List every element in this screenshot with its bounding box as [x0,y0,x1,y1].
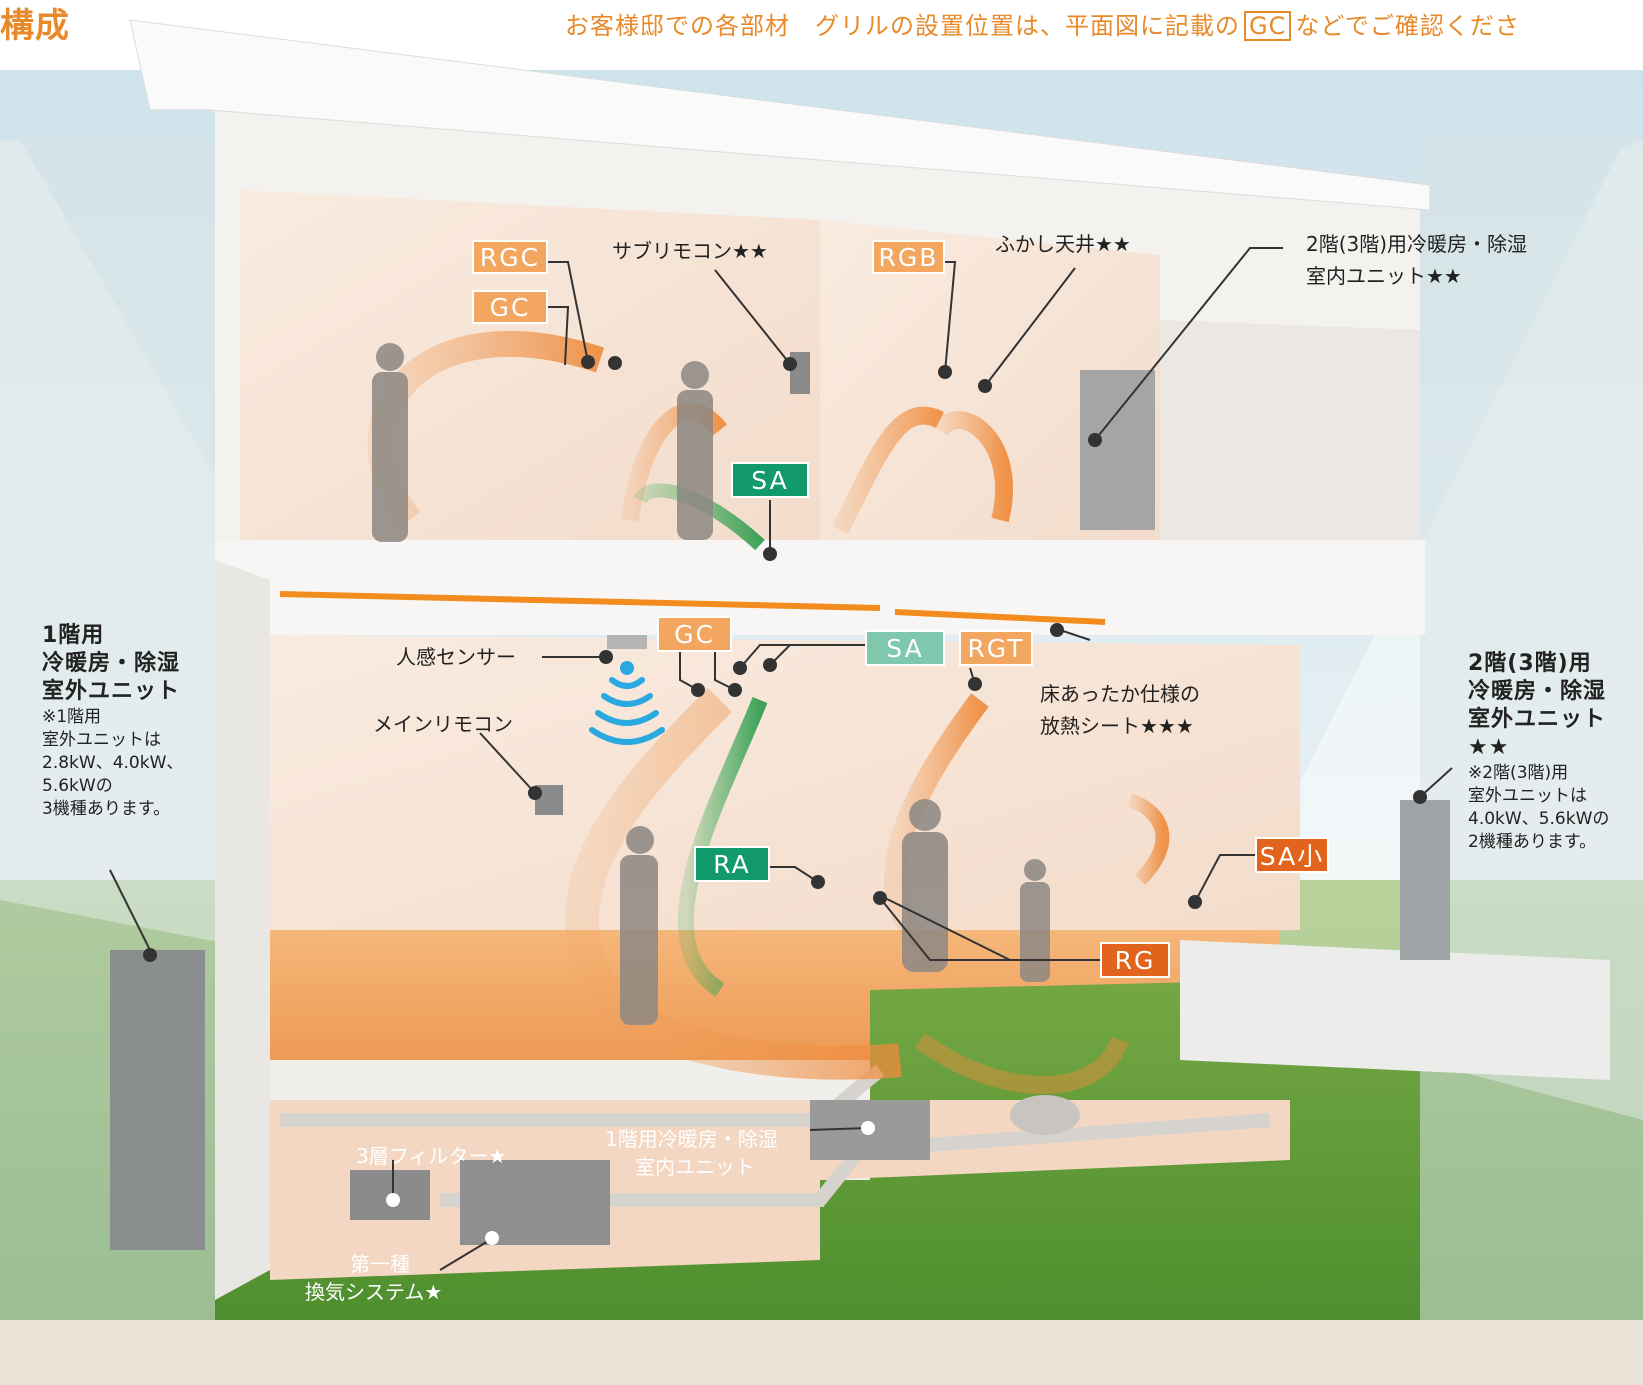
label-filter: 3層フィルター★ [356,1144,507,1168]
label-vent-line2: 換気システム★ [305,1280,443,1304]
motion-sensor-device [607,635,647,649]
ventilation-unit [460,1160,610,1245]
tag-gc-upper: GC [472,290,548,324]
outdoor-2f-note4: 2機種あります。 [1468,832,1597,852]
left-side-wall [215,560,270,1300]
airflow-1f-sa-small [1127,793,1170,885]
people-silhouettes [372,343,1050,1025]
label-indoor-2f-line2: 室内ユニット★★ [1306,264,1462,288]
label-indoor-1f-line1: 1階用冷暖房・除湿 [605,1127,778,1151]
outdoor-unit-1f-callout: 1階用 冷暖房・除湿 室外ユニット ※1階用 室外ユニットは 2.8kW、4.0… [42,622,183,821]
outdoor-1f-note4: 5.6kWの [42,776,113,796]
tag-ra: RA [694,846,770,882]
sensor-waves [589,677,665,745]
floor-heat-bar-right [894,609,1106,625]
outdoor-unit-2f [1400,800,1450,960]
airflow-1f-main [565,687,902,1080]
balcony-wall [1160,320,1420,560]
outdoor-1f-note3: 2.8kW、4.0kW、 [42,753,184,773]
label-raised-ceiling: ふかし天井★★ [995,232,1131,256]
outdoor-1f-line3: 室外ユニット [42,679,181,704]
label-sub-remote: サブリモコン★★ [612,239,768,263]
outdoor-2f-line4: ★★ [1468,735,1510,760]
outdoor-2f-note3: 4.0kW、5.6kWの [1468,809,1610,829]
ground-strip [0,1320,1643,1385]
tag-rgc: RGC [472,240,548,274]
tag-rgt: RGT [959,630,1033,666]
label-floor-heat-line2: 放熱シート★★★ [1040,714,1194,738]
outdoor-2f-note2: 室外ユニットは [1468,786,1587,806]
label-floor-heat-line1: 床あったか仕様の [1040,682,1200,706]
terrace [1180,940,1610,1080]
tag-sa-upper: SA [731,462,809,498]
outdoor-1f-line2: 冷暖房・除湿 [42,651,181,676]
tag-rgb: RGB [872,240,945,274]
tag-gc-lower: GC [657,616,732,652]
header-note-suffix: などでご確認くださ [1295,12,1520,40]
label-indoor-2f-line1: 2階(3階)用冷暖房・除湿 [1306,232,1528,256]
label-main-remote: メインリモコン [373,712,513,736]
leader-dots-white [386,1121,875,1245]
outdoor-2f-line3: 室外ユニット [1468,707,1607,732]
header-note-prefix: お客様邸での各部材 グリルの設置位置は、平面図に記載の [565,12,1240,40]
outdoor-unit-2f-callout: 2階(3階)用 冷暖房・除湿 室外ユニット ★★ ※2階(3階)用 室外ユニット… [1468,650,1609,854]
outdoor-unit-1f [110,950,205,1250]
floor-slab-2f [215,540,1425,635]
right-callout-panel [1420,140,1643,1320]
floor-heat-bar-left [279,591,881,611]
tag-sa-small: SA小 [1255,837,1329,873]
tag-sa-lower: SA [865,630,945,666]
airflow-2f-right-b [932,411,1014,523]
outdoor-1f-note2: 室外ユニットは [42,730,161,750]
label-vent-line1: 第一種 [350,1252,410,1276]
section-title: 構成 [0,6,70,46]
airflow-underfloor [914,1032,1129,1094]
tag-rg: RG [1100,942,1170,978]
outdoor-1f-line1: 1階用 [42,623,105,648]
outdoor-2f-note1: ※2階(3階)用 [1468,763,1569,783]
indoor-unit-2f [1080,370,1155,530]
header-note-code: GC [1244,11,1292,41]
outdoor-1f-note1: ※1階用 [42,707,102,727]
airflow-2f-right [831,406,945,535]
leader-dots [143,355,1427,962]
outdoor-2f-line2: 冷暖房・除湿 [1468,679,1607,704]
duct-hub [1010,1095,1080,1135]
label-motion-sensor: 人感センサー [396,645,516,669]
leader-lines [109,247,1453,1271]
outdoor-1f-note5: 3機種あります。 [42,799,171,819]
outdoor-2f-line1: 2階(3階)用 [1468,651,1592,676]
label-indoor-1f-line2: 室内ユニット [635,1155,755,1179]
roof [129,19,1431,211]
